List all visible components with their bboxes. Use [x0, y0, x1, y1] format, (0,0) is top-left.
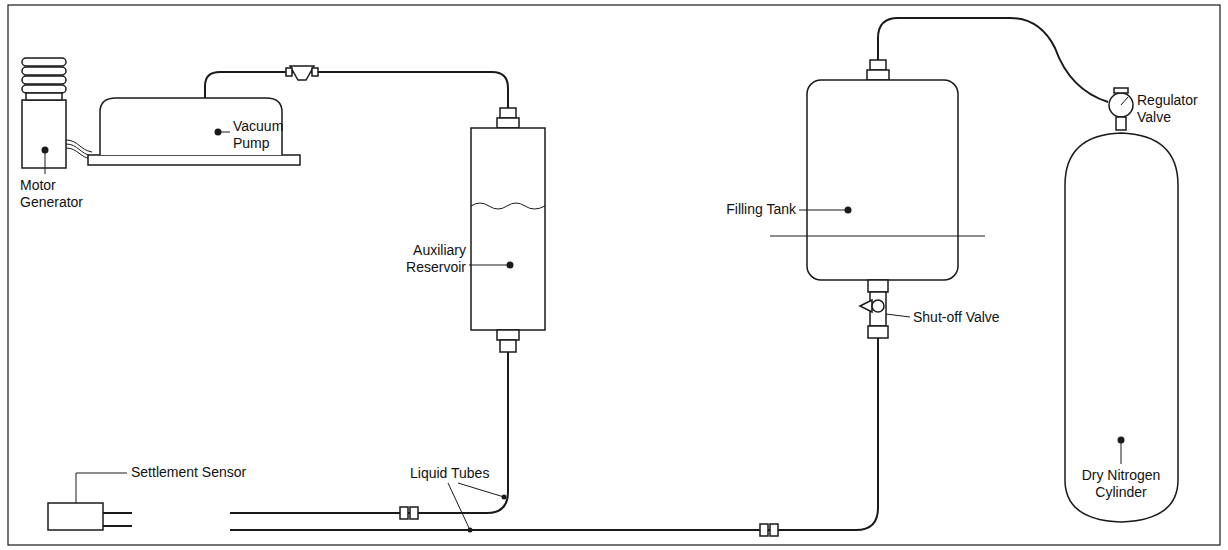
part-label: Dry Nitrogen Cylinder	[1071, 467, 1171, 501]
part-label: Regulator Valve	[1137, 92, 1207, 126]
part-label: Shut-off Valve	[913, 309, 1033, 326]
part-label: Settlement Sensor	[131, 464, 271, 481]
part-label: Liquid Tubes	[410, 465, 520, 482]
part-label: Auxiliary Reservoir	[390, 242, 466, 276]
part-label: Filling Tank	[700, 201, 796, 218]
part-label: Vacuum Pump	[233, 118, 295, 152]
part-label: Motor Generator	[20, 177, 92, 211]
